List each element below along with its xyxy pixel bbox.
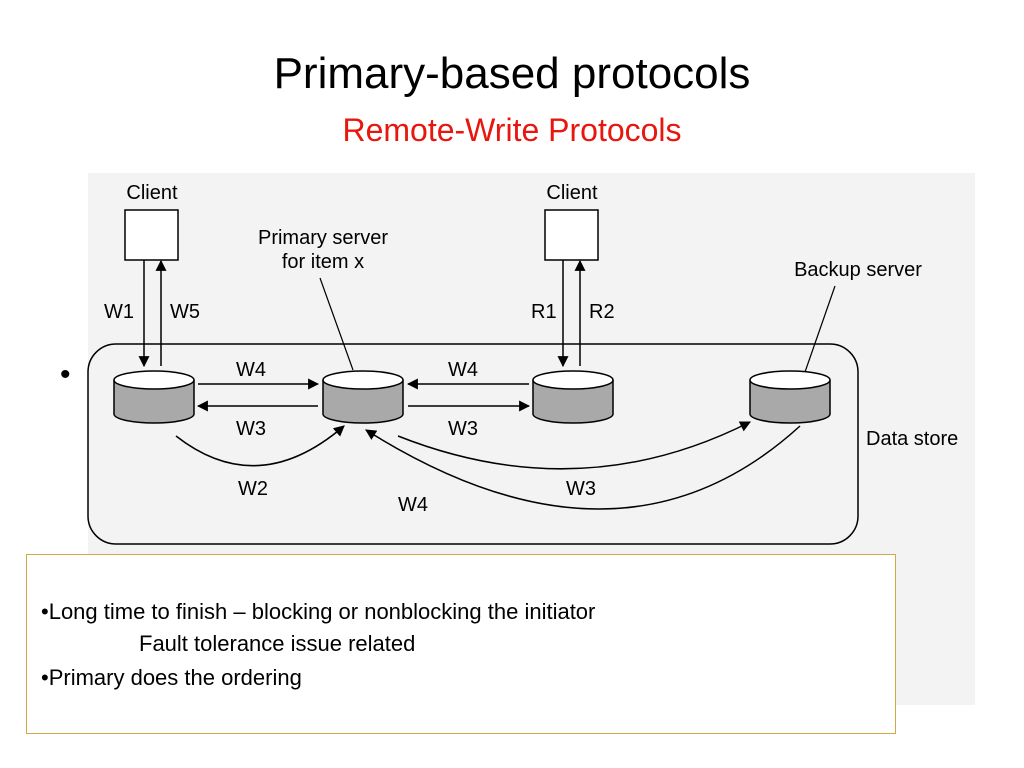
data-store-boundary bbox=[87, 343, 859, 545]
label-w2-bottom: W2 bbox=[238, 478, 268, 500]
label-w4-top-left: W4 bbox=[236, 359, 266, 381]
arrow-w2-curve bbox=[175, 425, 345, 467]
slide-title: Primary-based protocols bbox=[273, 49, 751, 98]
backup-pointer-line bbox=[804, 285, 836, 373]
label-w4-bottom: W4 bbox=[398, 494, 428, 516]
label-r1: R1 bbox=[531, 301, 557, 323]
label-w3-mid-left: W3 bbox=[236, 418, 266, 440]
arrow-w3-curve-to-backup bbox=[397, 421, 751, 470]
label-w5: W5 bbox=[170, 301, 200, 323]
label-r2: R2 bbox=[589, 301, 615, 323]
primary-pointer-line bbox=[319, 277, 354, 371]
backup-server-label: Backup server bbox=[794, 259, 922, 281]
client-right-label: Client bbox=[546, 182, 598, 204]
client-right-box bbox=[544, 209, 599, 261]
backup-server-cylinder bbox=[749, 370, 831, 424]
left-server-cylinder bbox=[113, 370, 195, 424]
label-w3-mid-right: W3 bbox=[448, 418, 478, 440]
client-left-label: Client bbox=[126, 182, 178, 204]
arrow-w4-curve-backup-to-primary bbox=[365, 425, 801, 510]
primary-server-label: Primary server bbox=[258, 227, 388, 249]
client-left-box bbox=[124, 209, 179, 261]
primary-server-label-line2: for item x bbox=[282, 251, 364, 273]
label-w4-top-right: W4 bbox=[448, 359, 478, 381]
label-w3-bottom: W3 bbox=[566, 478, 596, 500]
data-store-label: Data store bbox=[866, 428, 958, 450]
bullet-point: • bbox=[60, 358, 71, 391]
label-w1: W1 bbox=[104, 301, 134, 323]
right-server-cylinder bbox=[532, 370, 614, 424]
slide-subtitle: Remote-Write Protocols bbox=[342, 112, 682, 148]
notes-box: •Long time to finish – blocking or nonbl… bbox=[26, 554, 896, 734]
note-line-2: Fault tolerance issue related bbox=[139, 631, 416, 656]
primary-server-cylinder bbox=[322, 370, 404, 424]
note-line-3: •Primary does the ordering bbox=[41, 665, 302, 690]
note-line-1: •Long time to finish – blocking or nonbl… bbox=[41, 599, 596, 624]
